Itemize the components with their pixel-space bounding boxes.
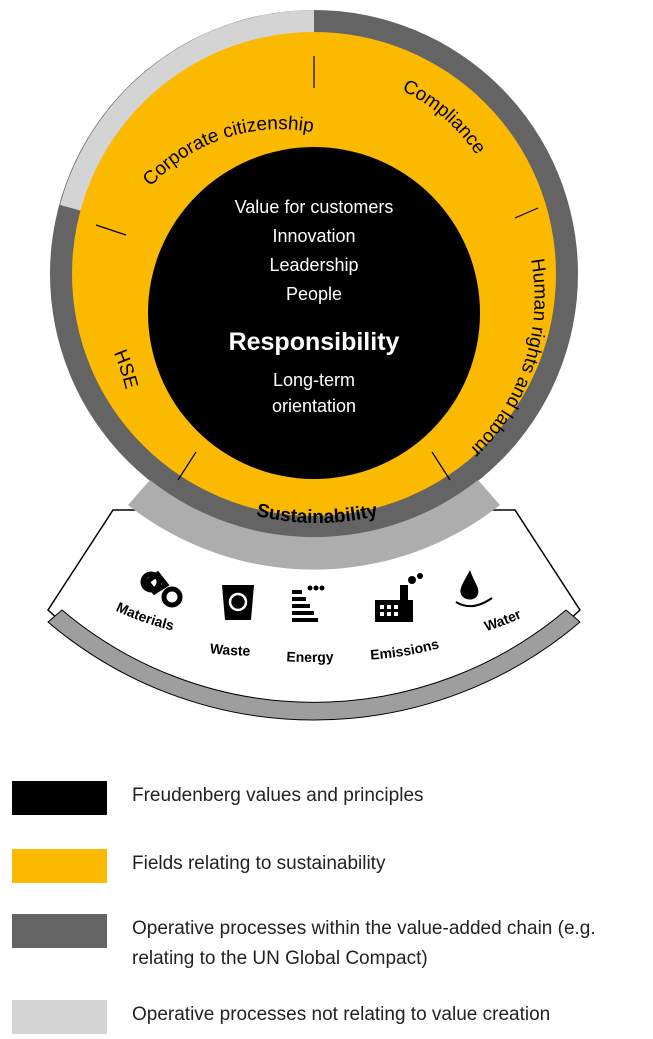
nuts-icon — [140, 570, 183, 608]
legend-item-sustainability: Fields relating to sustainability — [12, 849, 385, 883]
values-core — [148, 147, 480, 479]
handprint-band — [47, 609, 581, 721]
core-lower-1: Long-term — [273, 370, 355, 390]
energy-bars-icon — [292, 585, 325, 622]
water-drop-icon — [455, 570, 493, 608]
core-title: Responsibility — [229, 328, 400, 356]
footprint-band — [128, 480, 500, 570]
core-line-2: Innovation — [272, 226, 355, 246]
legend-label-values: Freudenberg values and principles — [132, 785, 424, 806]
legend-swatch-sustainability — [12, 849, 107, 883]
footprint-label-waste: Waste — [209, 640, 250, 658]
legend-swatch-value-chain — [12, 914, 107, 948]
factory-icon — [375, 573, 423, 622]
legend-item-non-value: Operative processes not relating to valu… — [12, 1000, 550, 1034]
legend-label-value-chain: Operative processes within the value-add… — [132, 918, 596, 969]
legend-label-sustainability: Fields relating to sustainability — [132, 853, 386, 874]
legend-item-value-chain: Operative processes within the value-add… — [12, 914, 642, 974]
responsibility-diagram: Value for customers Innovation Leadershi… — [47, 10, 581, 721]
legend-swatch-non-value — [12, 1000, 107, 1034]
legend-swatch-values — [12, 781, 107, 815]
core-line-3: Leadership — [269, 255, 358, 275]
recycle-bin-icon — [222, 585, 254, 620]
footprint-label-energy: Energy — [286, 648, 334, 665]
legend-item-values: Freudenberg values and principles — [12, 781, 424, 815]
ring-separators — [95, 56, 539, 481]
core-lower-2: orientation — [272, 396, 356, 416]
core-line-1: Value for customers — [235, 197, 394, 217]
legend-label-non-value: Operative processes not relating to valu… — [132, 1004, 551, 1025]
core-line-4: People — [286, 284, 342, 304]
